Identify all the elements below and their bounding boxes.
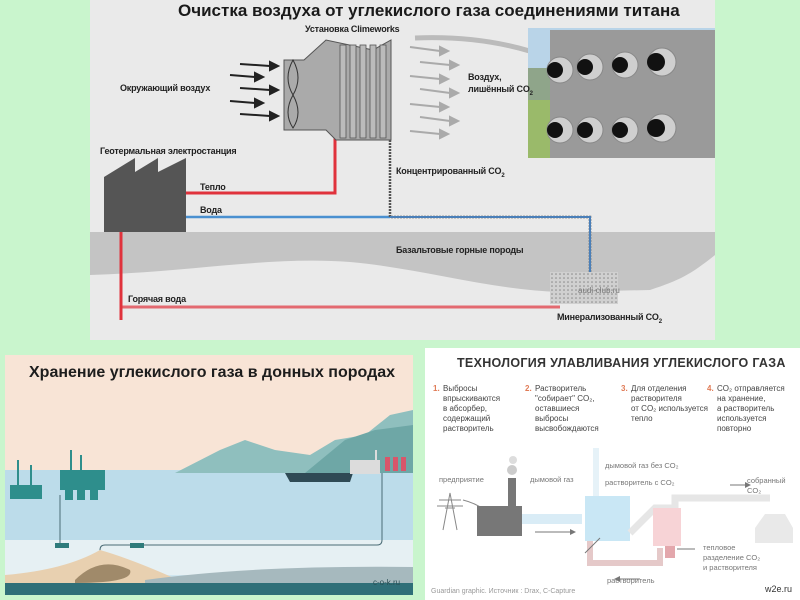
label-concentrated-co2: Концентрированный CO2 — [396, 166, 505, 179]
capture-diagram-title: ТЕХНОЛОГИЯ УЛАВЛИВАНИЯ УГЛЕКИСЛОГО ГАЗА — [457, 356, 786, 370]
fan-icon — [287, 58, 299, 129]
label-thermal-sep-1: тепловое — [703, 543, 736, 552]
label-basalt: Базальтовые горные породы — [396, 245, 524, 255]
label-climeworks-unit: Установка Climeworks — [305, 24, 400, 34]
collected-co2-tank — [755, 514, 793, 543]
seabed-storage-diagram: Хранение углекислого газа в донных пород… — [5, 355, 413, 595]
regenerator — [653, 508, 681, 546]
label-thermal-sep-3: и растворителя — [703, 563, 757, 572]
carbon-capture-diagram: ТЕХНОЛОГИЯ УЛАВЛИВАНИЯ УГЛЕКИСЛОГО ГАЗА … — [425, 348, 800, 600]
label-solvent: растворитель — [607, 576, 655, 585]
watermark-w2e: w2e.ru — [765, 584, 793, 594]
solvent-loop — [587, 541, 663, 566]
flue-gas-duct — [522, 514, 582, 524]
label-heat: Тепло — [200, 182, 226, 192]
top-diagram-title: Очистка воздуха от углекислого газа соед… — [178, 1, 680, 20]
geothermal-plant-icon — [104, 158, 186, 232]
label-ambient-air: Окружающий воздух — [120, 83, 211, 93]
oil-platform — [10, 450, 105, 500]
label-water: Вода — [200, 205, 222, 215]
label-geothermal-plant: Геотермальная электростанция — [100, 146, 237, 156]
label-collected-co2-1: собранный — [747, 476, 786, 485]
pipeline — [59, 473, 383, 595]
seabed-illustration — [5, 410, 413, 595]
seabed-diagram-title: Хранение углекислого газа в донных пород… — [29, 364, 396, 381]
label-collected-co2-2: CO₂ — [747, 486, 762, 495]
climeworks-illustration — [90, 28, 715, 320]
watermark-audi-club: audi-club.ru — [578, 286, 620, 295]
label-clean-air-2: лишённый CO2 — [468, 84, 533, 97]
label-hot-water: Горячая вода — [128, 294, 186, 304]
filter-columns — [339, 44, 387, 139]
basalt-layer — [90, 232, 715, 292]
step-4: 4.CO₂ отправляется на хранение, а раство… — [707, 384, 785, 433]
absorber — [585, 496, 630, 541]
ambient-air-arrows — [229, 60, 281, 122]
heat-pipe — [186, 138, 337, 195]
step-3: 3.Для отделения растворителя от CO₂ испо… — [621, 384, 708, 423]
label-clean-air-1: Воздух, — [468, 72, 502, 82]
climeworks-photo — [528, 28, 715, 158]
label-flue-gas: дымовой газ — [530, 475, 574, 484]
label-flue-gas-no-co2: дымовой газ без CO₂ — [605, 461, 679, 470]
label-solvent-with-co2: растворитель с CO₂ — [605, 478, 675, 487]
label-mineralized-co2: Минерализованный CO2 — [557, 312, 662, 325]
label-thermal-sep-2: разделение CO₂ — [703, 553, 761, 562]
step-1: 1.Выбросы впрыскиваются в абсорбер, соде… — [433, 384, 501, 433]
credit-text: Guardian graphic. Источник : Drax, C-Cap… — [431, 588, 576, 595]
watermark-cok: c-o-k.ru — [373, 578, 401, 587]
ship — [285, 473, 353, 482]
capture-process-illustration — [437, 448, 793, 582]
step-2: 2.Растворитель "собирает" CO₂, оставшиес… — [525, 384, 599, 433]
enterprise-factory-icon — [477, 456, 522, 536]
label-enterprise: предприятие — [439, 475, 484, 484]
climeworks-diagram: Очистка воздуха от углекислого газа соед… — [90, 0, 715, 340]
